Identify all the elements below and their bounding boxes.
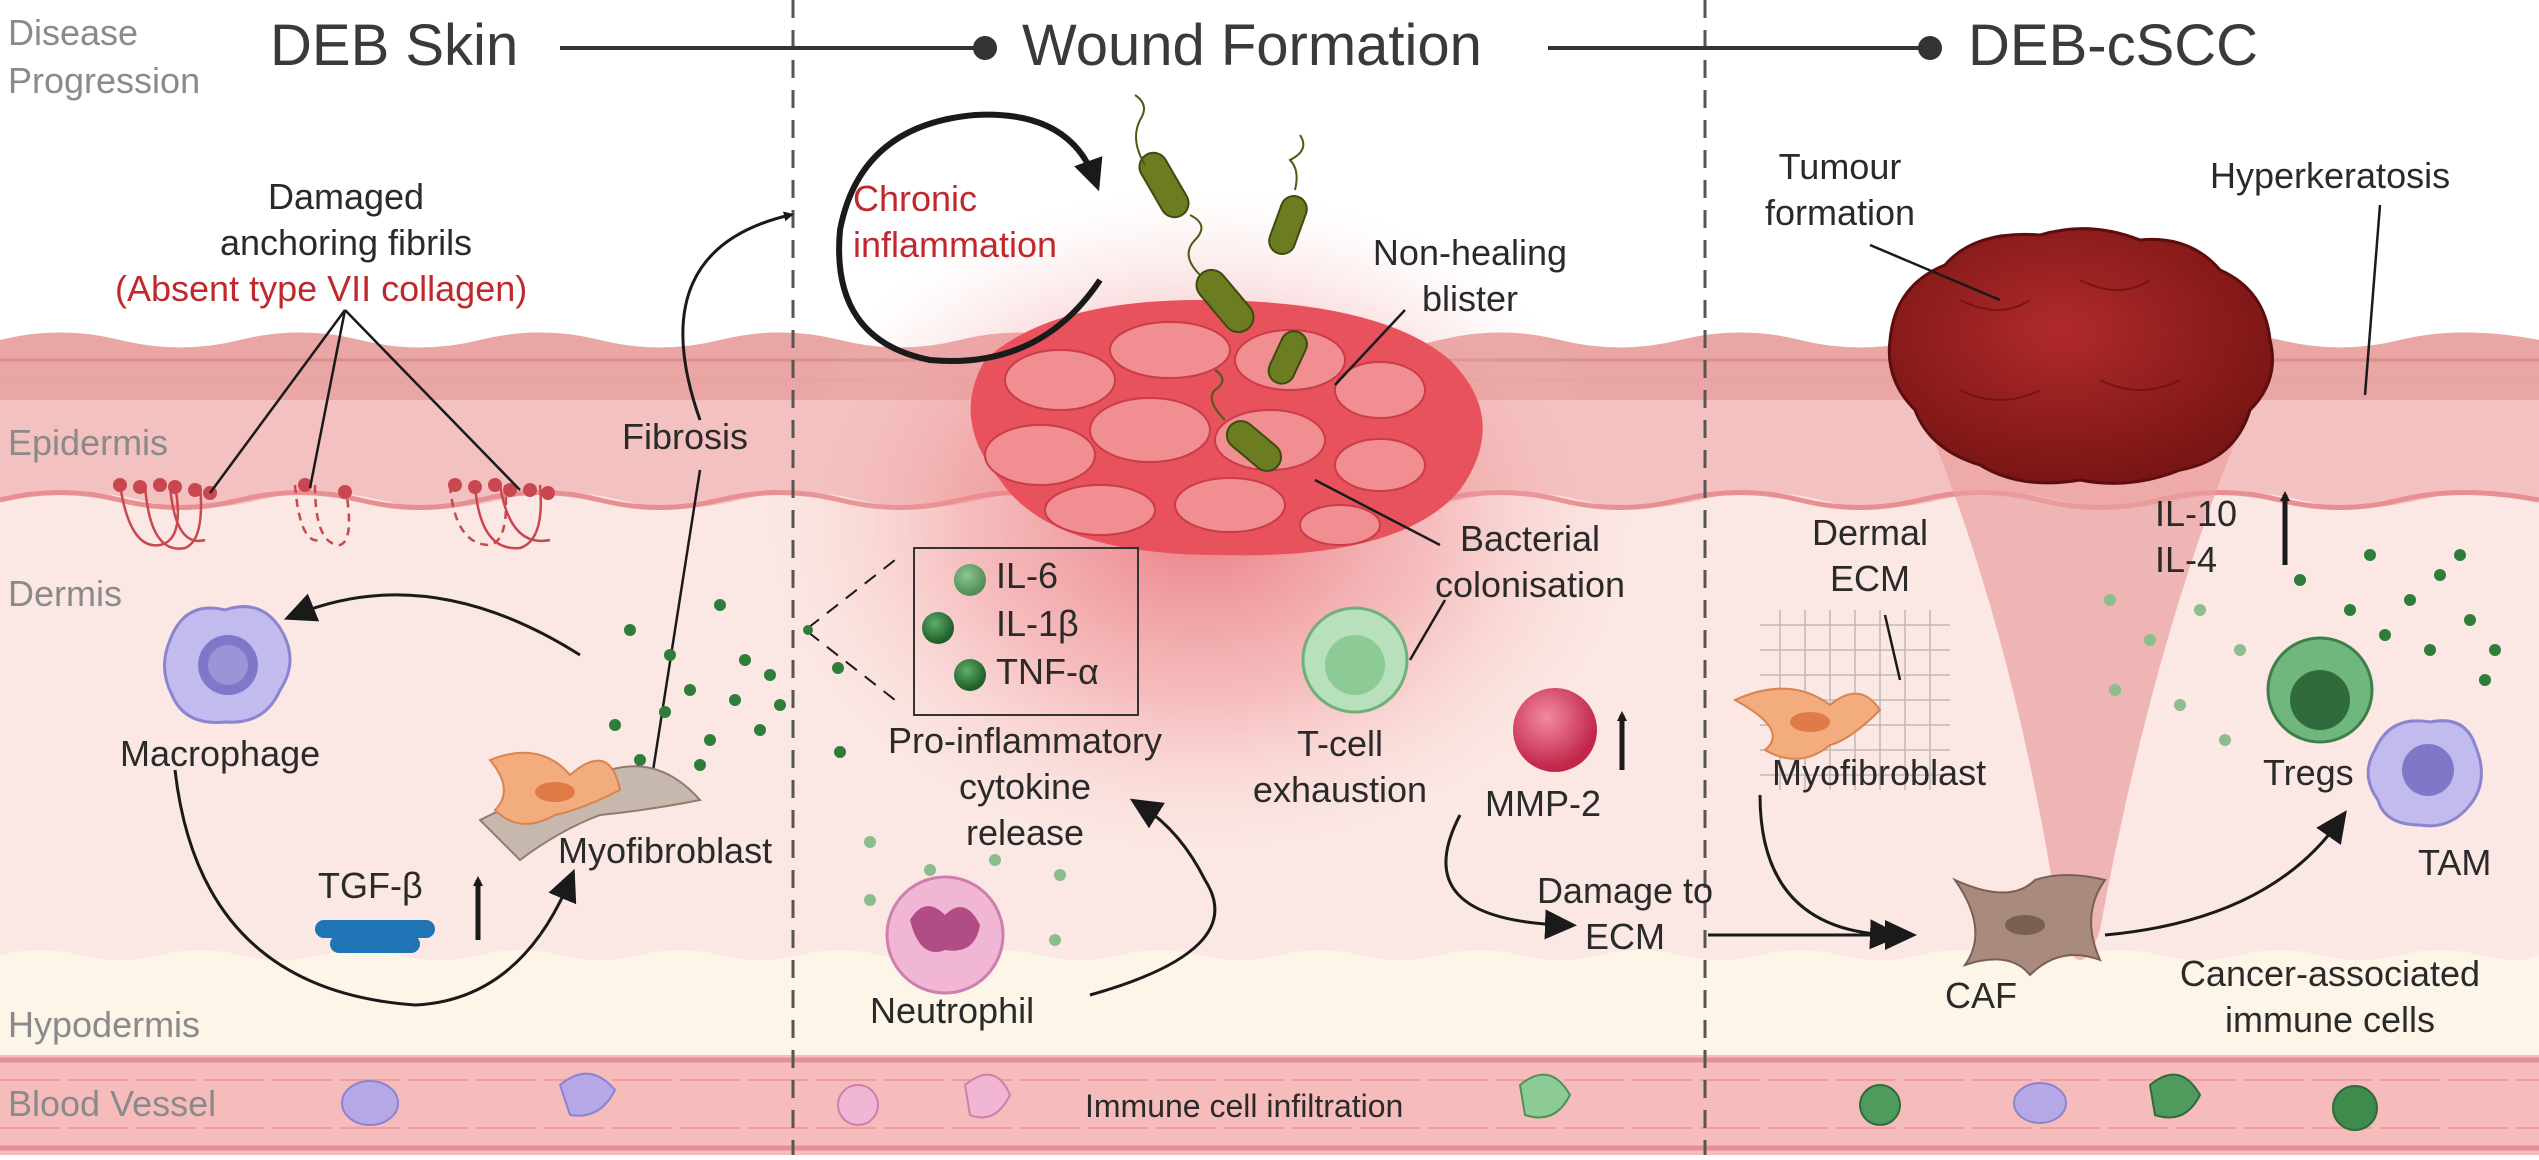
vessel-cells bbox=[341, 1072, 2378, 1131]
tumour-formation-label-2: formation bbox=[1764, 192, 1916, 233]
dermal-ecm-label-2: ECM bbox=[1830, 558, 1910, 599]
myofibroblast-label: Myofibroblast bbox=[558, 830, 773, 871]
non-healing-blister bbox=[970, 300, 1483, 556]
chronic-inflammation-label-2: inflammation bbox=[853, 224, 1058, 265]
tam-label: TAM bbox=[2418, 842, 2492, 883]
hyperkeratosis-label: Hyperkeratosis bbox=[2210, 155, 2451, 196]
hypodermis-layer bbox=[0, 950, 2539, 1060]
tregs-label: Tregs bbox=[2263, 752, 2354, 793]
cytokine-legend-box bbox=[913, 547, 1139, 716]
neutrophil-label: Neutrophil bbox=[870, 990, 1035, 1031]
neutrophil-icon bbox=[885, 875, 1005, 995]
stage-title-wound-formation: Wound Formation bbox=[1022, 13, 1482, 78]
stage-title-deb-cscc: DEB-cSCC bbox=[1968, 13, 2259, 78]
il6-icon bbox=[954, 564, 986, 596]
bacterial-colonisation-label-2: colonisation bbox=[1434, 564, 1626, 605]
proinflammatory-label-1: Pro-inflammatory bbox=[887, 720, 1163, 761]
myofibroblast-icon bbox=[478, 751, 702, 862]
blood-vessel-layer bbox=[0, 1055, 2539, 1155]
fibrosis-label: Fibrosis bbox=[622, 416, 749, 457]
layer-label-epidermis: Epidermis bbox=[8, 422, 169, 463]
timeline-dot-2 bbox=[1918, 36, 1942, 60]
fibrosis-arrow bbox=[681, 211, 794, 421]
stage-title-deb-skin: DEB Skin bbox=[270, 13, 519, 78]
timeline-dot-1 bbox=[973, 36, 997, 60]
non-healing-blister-label-1: Non-healing bbox=[1372, 232, 1568, 273]
damage-ecm-label-2: ECM bbox=[1585, 916, 1665, 957]
il1b-icon bbox=[922, 612, 954, 644]
t-cell-icon bbox=[1301, 606, 1409, 714]
macrophage-label: Macrophage bbox=[120, 733, 321, 774]
layer-label-dermis: Dermis bbox=[8, 573, 122, 614]
chronic-inflammation-label-1: Chronic bbox=[853, 178, 978, 219]
mmp2-label: MMP-2 bbox=[1485, 783, 1601, 824]
anchoring-fibrils bbox=[118, 484, 551, 550]
caf-label: CAF bbox=[1945, 975, 2017, 1016]
tgf-beta-icon bbox=[315, 920, 435, 953]
progression-label-line1: Disease bbox=[8, 12, 139, 53]
immune-infiltration-label: Immune cell infiltration bbox=[1085, 1088, 1404, 1124]
il10-label: IL-10 bbox=[2155, 493, 2238, 534]
dermal-ecm-label-1: Dermal bbox=[1811, 512, 1928, 553]
layer-label-hypodermis: Hypodermis bbox=[8, 1004, 201, 1045]
tam-icon bbox=[2366, 719, 2483, 828]
cytokine-il1b-label: IL-1β bbox=[996, 603, 1079, 644]
cytokine-tnfa-label: TNF-α bbox=[996, 651, 1099, 692]
bacterial-colonisation-label-1: Bacterial bbox=[1459, 518, 1601, 559]
damage-ecm-label-1: Damage to bbox=[1536, 870, 1714, 911]
t-cell-exhaustion-label-2: exhaustion bbox=[1252, 769, 1428, 810]
cancer-immune-label-1: Cancer-associated bbox=[2179, 953, 2481, 994]
il4-label: IL-4 bbox=[2155, 539, 2218, 580]
progression-label-line2: Progression bbox=[8, 60, 201, 101]
panel1-cytokines bbox=[609, 599, 786, 771]
tregs-icon bbox=[2266, 636, 2374, 744]
cancer-immune-label-2: immune cells bbox=[2224, 999, 2436, 1040]
chronic-inflammation-cycle bbox=[836, 111, 1103, 364]
mmp2-icon bbox=[1513, 688, 1597, 772]
tumour-icon bbox=[1887, 227, 2274, 485]
tumour-invasion bbox=[1900, 360, 2270, 960]
damaged-fibrils-label-2: anchoring fibrils bbox=[219, 222, 473, 263]
layer-label-blood-vessel: Blood Vessel bbox=[8, 1083, 217, 1124]
caf-icon bbox=[1952, 874, 2107, 977]
tgf-beta-label: TGF-β bbox=[318, 865, 423, 906]
tumour-formation-label-1: Tumour bbox=[1778, 146, 1902, 187]
tnfa-icon bbox=[954, 659, 986, 691]
myofibroblast-2-label: Myofibroblast bbox=[1772, 752, 1987, 793]
myofibroblast-2-icon bbox=[1732, 687, 1882, 760]
proinflammatory-label-3: release bbox=[965, 812, 1085, 853]
non-healing-blister-label-2: blister bbox=[1421, 278, 1519, 319]
bacteria-icon bbox=[1138, 151, 1308, 472]
t-cell-exhaustion-label-1: T-cell bbox=[1296, 723, 1383, 764]
proinflammatory-label-2: cytokine bbox=[958, 766, 1092, 807]
damaged-fibrils-label-1: Damaged bbox=[267, 176, 425, 217]
cytokine-il6-label: IL-6 bbox=[996, 555, 1059, 596]
damaged-fibrils-label-3: (Absent type VII collagen) bbox=[115, 268, 528, 309]
fibril-anchor-dots bbox=[113, 478, 555, 500]
macrophage-icon bbox=[163, 605, 292, 724]
